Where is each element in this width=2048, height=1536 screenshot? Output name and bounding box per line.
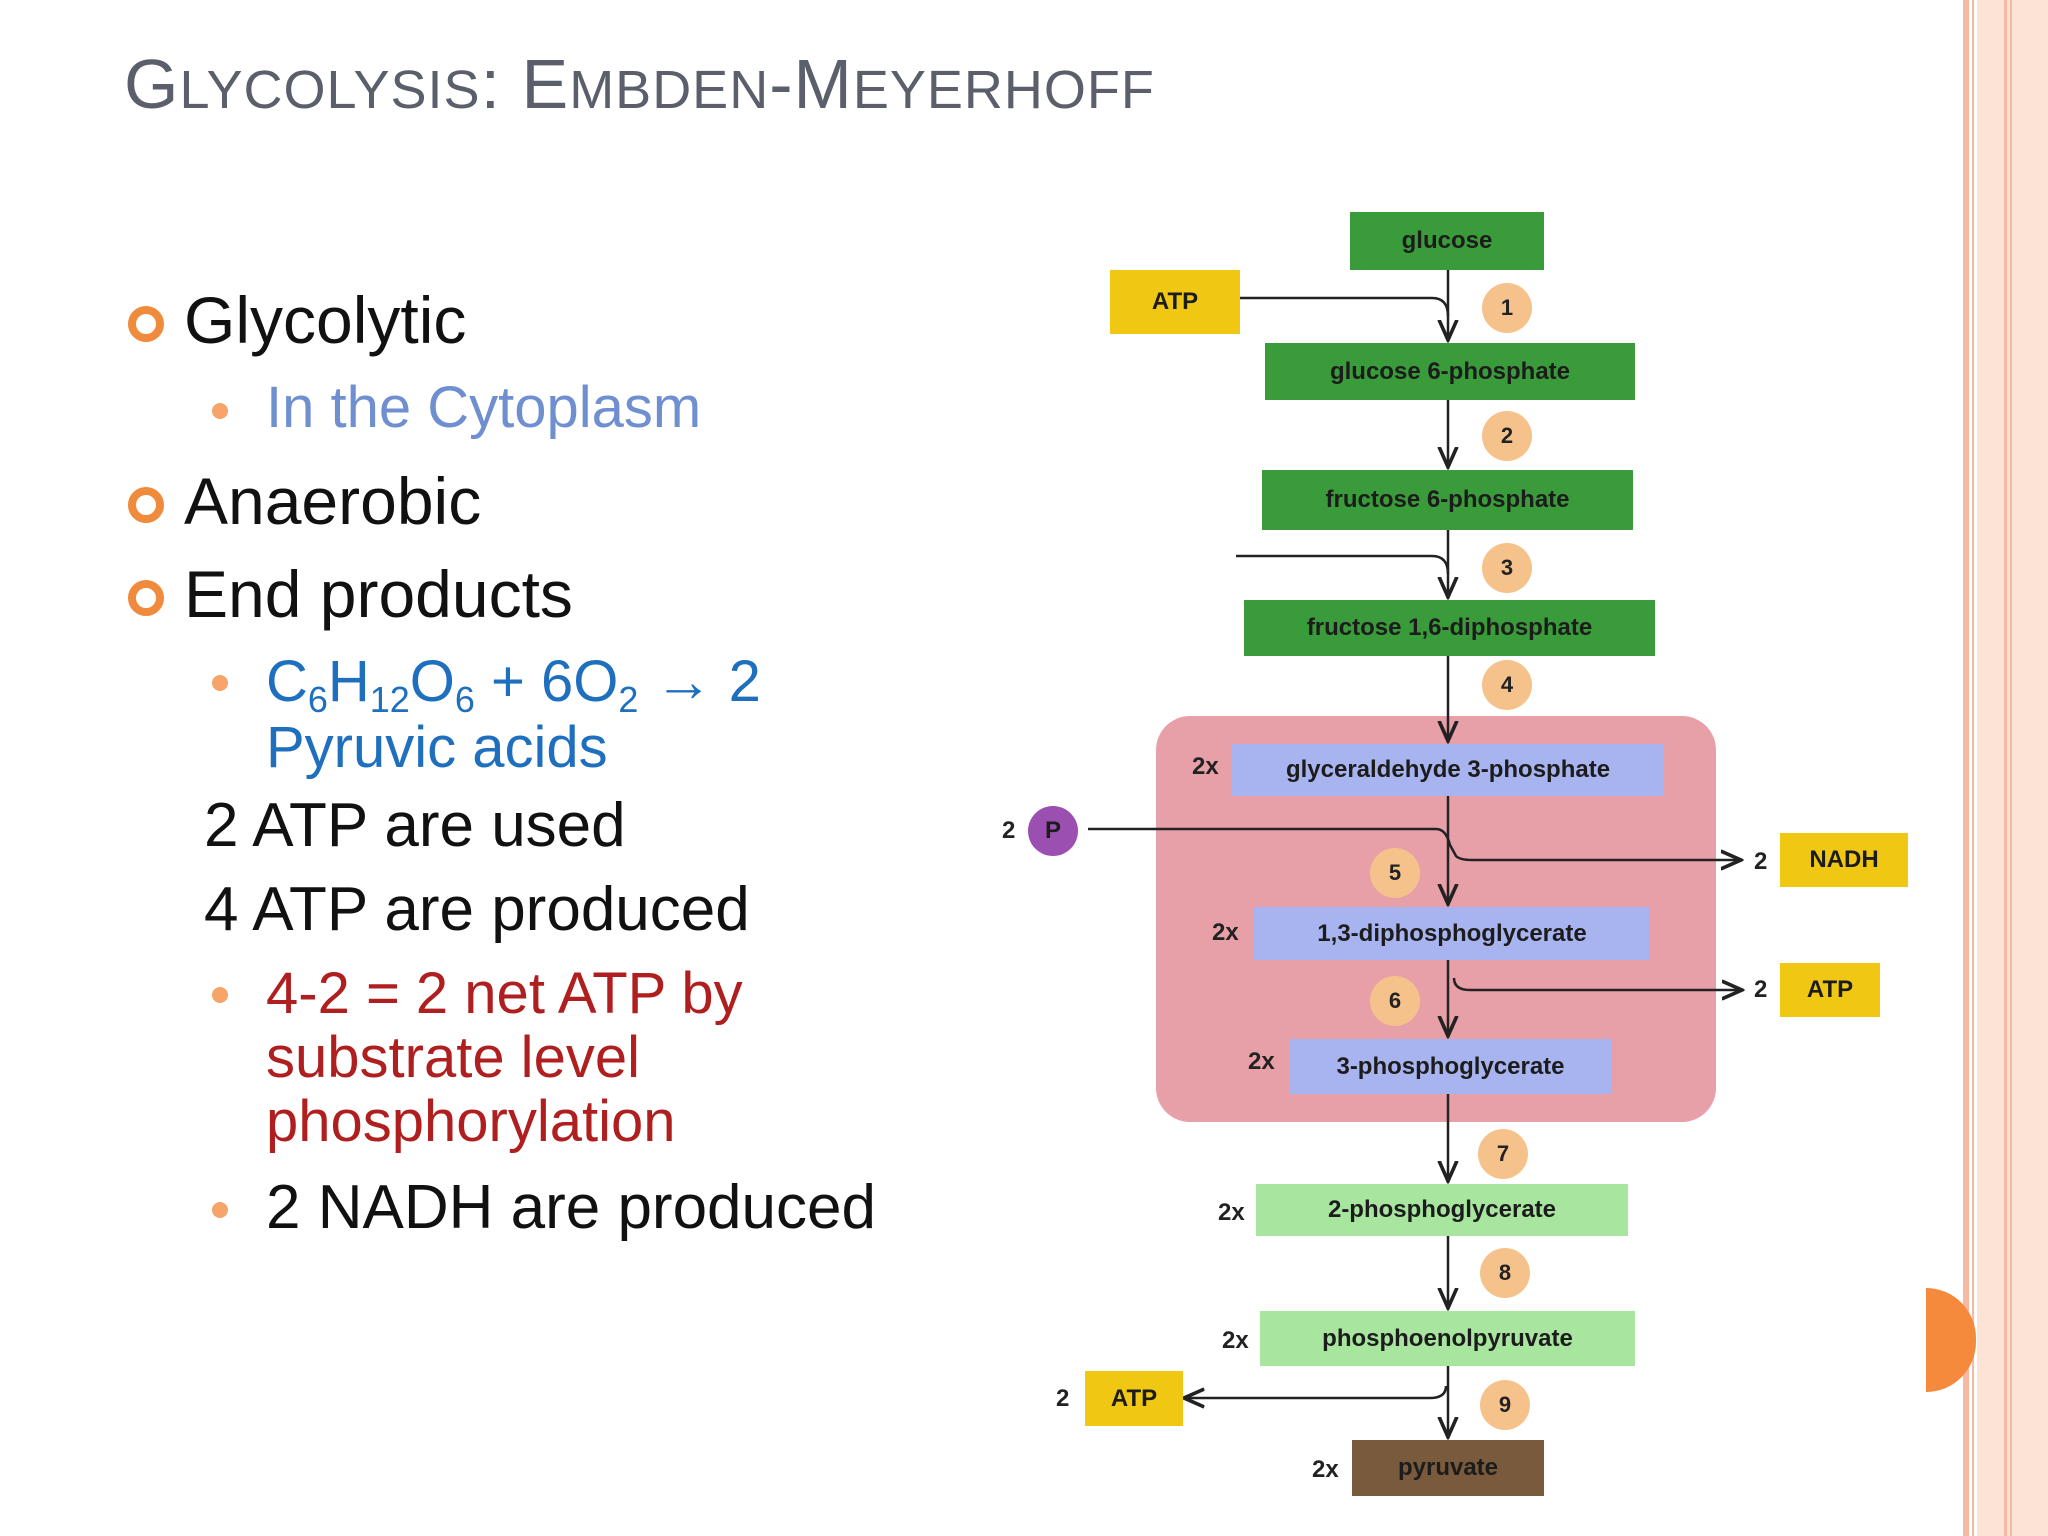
multiplier-label: 2x xyxy=(1222,1327,1249,1354)
atp-output-count-6: 2 xyxy=(1754,976,1768,1003)
phosphate-count: 2 xyxy=(1002,817,1016,844)
bullet-glycolytic: Glycolytic xyxy=(184,283,467,357)
sub-bullet-dot-icon xyxy=(212,1202,228,1218)
node-fructose-6-phosphate: fructose 6-phosphate xyxy=(1262,470,1633,530)
bullet-end-products: End products xyxy=(184,557,573,631)
slide-title: GLYCOLYSIS: EMBDEN-MEYERHOFF xyxy=(124,45,1155,123)
net-atp-line-2: substrate level xyxy=(266,1025,640,1090)
node-fructose-1-6-diphosphate: fructose 1,6-diphosphate xyxy=(1244,600,1655,656)
bullet-ring-icon xyxy=(128,580,164,616)
node-glucose: glucose xyxy=(1350,212,1544,270)
arrow-in-3 xyxy=(1236,554,1450,575)
multiplier-label: 2x xyxy=(1192,753,1219,780)
frame-border xyxy=(1963,0,1969,1536)
step-9-badge: 9 xyxy=(1480,1380,1530,1430)
node-2-phosphoglycerate: 2-phosphoglycerate xyxy=(1256,1184,1628,1236)
equation-product: Pyruvic acids xyxy=(266,715,608,780)
step-7-badge: 7 xyxy=(1478,1129,1528,1179)
step-2-badge: 2 xyxy=(1482,411,1532,461)
multiplier-label: 2x xyxy=(1218,1199,1245,1226)
frame-border xyxy=(2010,0,2012,1536)
nadh-output-box: NADH xyxy=(1780,833,1908,887)
step-3-badge: 3 xyxy=(1482,543,1532,593)
arrow-atp-in-1 xyxy=(1240,296,1450,317)
node-3-phosphoglycerate: 3-phosphoglycerate xyxy=(1290,1039,1611,1094)
frame-border xyxy=(2004,0,2007,1536)
bullet-cytoplasm: In the Cytoplasm xyxy=(266,375,702,440)
equation-line: C6H12O6 + 6O2 → 2 xyxy=(266,649,761,720)
nadh-output-count: 2 xyxy=(1754,848,1768,875)
atp-output-count-9: 2 xyxy=(1056,1385,1070,1412)
phosphate-circle-icon: P xyxy=(1028,806,1078,856)
multiplier-label: 2x xyxy=(1312,1456,1339,1483)
step-6-badge: 6 xyxy=(1370,976,1420,1026)
sub-bullet-dot-icon xyxy=(212,675,228,691)
step-8-badge: 8 xyxy=(1480,1248,1530,1298)
bullet-nadh: 2 NADH are produced xyxy=(266,1173,876,1242)
node-pyruvate: pyruvate xyxy=(1352,1440,1544,1496)
node-1-3-diphosphoglycerate: 1,3-diphosphoglycerate xyxy=(1254,907,1650,960)
sub-bullet-dot-icon xyxy=(212,987,228,1003)
atp-output-box-6: ATP xyxy=(1780,963,1880,1017)
multiplier-label: 2x xyxy=(1212,919,1239,946)
net-atp-line-1: 4-2 = 2 net ATP by xyxy=(266,961,743,1026)
text-atp-used: 2 ATP are used xyxy=(204,791,626,860)
node-glucose-6-phosphate: glucose 6-phosphate xyxy=(1265,343,1635,400)
text-atp-produced: 4 ATP are produced xyxy=(204,875,750,944)
atp-input-box: ATP xyxy=(1110,270,1240,334)
bullet-ring-icon xyxy=(128,306,164,342)
node-glyceraldehyde-3-phosphate: glyceraldehyde 3-phosphate xyxy=(1232,744,1664,796)
net-atp-line-3: phosphorylation xyxy=(266,1089,676,1154)
step-5-badge: 5 xyxy=(1370,848,1420,898)
atp-output-box-9: ATP xyxy=(1085,1371,1183,1426)
arrow-nadh-out-5 xyxy=(1088,827,1741,860)
bullet-anaerobic: Anaerobic xyxy=(184,464,482,538)
frame-border xyxy=(1972,0,1974,1536)
bullet-ring-icon xyxy=(128,487,164,523)
step-1-badge: 1 xyxy=(1482,283,1532,333)
arrow-atp-out-9 xyxy=(1184,1385,1448,1398)
arrow-atp-out-6 xyxy=(1452,977,1742,990)
step-4-badge: 4 xyxy=(1482,660,1532,710)
frame-border xyxy=(1977,0,2048,1536)
multiplier-label: 2x xyxy=(1248,1048,1275,1075)
sub-bullet-dot-icon xyxy=(212,403,228,419)
node-phosphoenolpyruvate: phosphoenolpyruvate xyxy=(1260,1311,1635,1366)
